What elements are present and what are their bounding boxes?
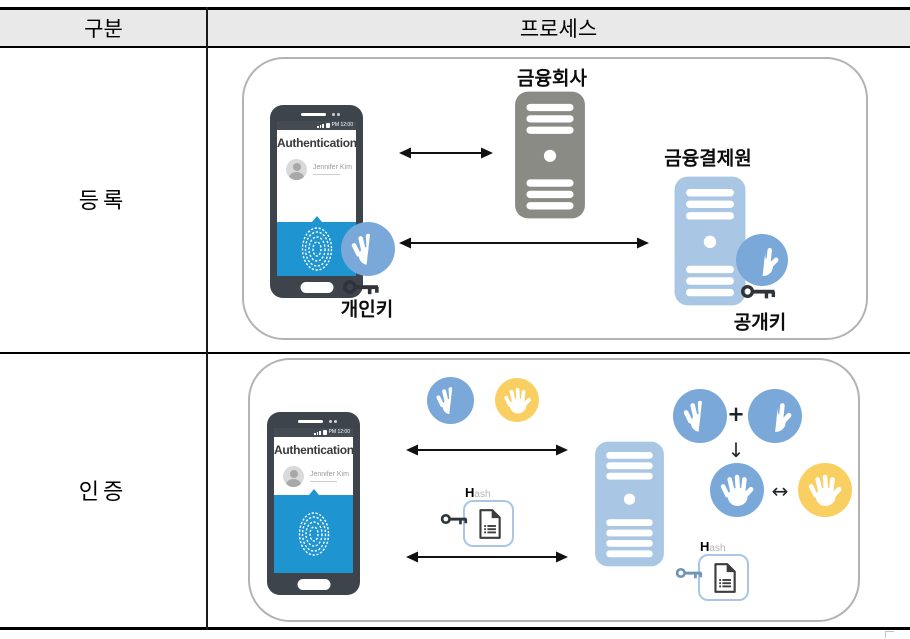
stray-corner-mark xyxy=(885,631,894,638)
phone-status-bar: PM 12:00 xyxy=(274,428,353,437)
private-key-circle xyxy=(341,222,395,276)
fingerprint-icon xyxy=(301,227,332,271)
auth-screen-title: Authentication xyxy=(277,136,356,150)
phone-camera-dot xyxy=(329,420,332,423)
battery-icon xyxy=(325,123,330,128)
received-half-circle xyxy=(748,389,802,443)
phone-camera-dot xyxy=(332,113,335,116)
half-hand-left-icon xyxy=(679,395,721,437)
full-hand-icon xyxy=(807,472,844,508)
financial-company-label: 금융회사 xyxy=(517,68,587,90)
half-hand-right-icon xyxy=(754,395,796,437)
clearing-institute-label: 금융결제원 xyxy=(664,148,752,170)
smartphone-registration: PM 12:00 Authentication Jennifer Kim xyxy=(270,105,363,298)
auth-server-icon xyxy=(595,441,664,567)
arrow-auth-response xyxy=(406,551,568,563)
reference-biometric-circle xyxy=(798,463,852,517)
financial-company-server-icon xyxy=(515,91,585,219)
document-icon xyxy=(713,562,736,593)
user-email-placeholder xyxy=(310,480,337,483)
phone-speaker xyxy=(298,420,323,423)
user-name: Jennifer Kim xyxy=(310,470,349,478)
hash-label: Hash xyxy=(465,485,491,500)
table-bottom-border xyxy=(0,627,910,630)
phone-home-button xyxy=(300,282,333,293)
auth-screen-title: Authentication xyxy=(274,443,353,457)
hash-key-icon xyxy=(675,567,704,580)
phone-screen: PM 12:00 Authentication Jennifer Kim xyxy=(277,121,356,276)
header-cell-category: 구분 xyxy=(84,17,123,41)
phone-sensor-dot xyxy=(337,113,340,116)
hash-label: Hash xyxy=(700,539,726,554)
plus-operator: + xyxy=(727,402,745,426)
user-profile: Jennifer Kim xyxy=(283,466,349,487)
stored-half-circle xyxy=(673,389,727,443)
table-top-border xyxy=(0,7,910,10)
full-hand-icon xyxy=(502,386,533,415)
row-label-registration: 등록 xyxy=(78,188,128,213)
arrow-phone-company xyxy=(399,147,493,159)
phone-status-bar: PM 12:00 xyxy=(277,121,356,130)
clearing-institute-server-icon xyxy=(674,176,746,306)
hash-box xyxy=(463,500,514,547)
phone-sensor-dot xyxy=(334,420,337,423)
private-key-label: 개인키 xyxy=(340,299,394,321)
partial-biometric-circle xyxy=(427,377,474,424)
avatar xyxy=(286,159,307,180)
public-key-icon xyxy=(741,284,777,301)
fingerprint-pane xyxy=(274,495,353,573)
avatar xyxy=(283,466,304,487)
fingerprint-icon xyxy=(298,512,329,556)
hash-signature-1: Hash xyxy=(440,485,518,551)
hash-signature-2: Hash xyxy=(675,539,753,605)
public-key-label: 공개키 xyxy=(733,312,787,334)
arrow-phone-institute xyxy=(399,237,649,249)
phone-home-button xyxy=(297,579,330,590)
hash-box xyxy=(698,554,749,601)
document-icon xyxy=(478,508,501,539)
half-hand-left-icon xyxy=(347,228,389,270)
column-divider xyxy=(206,7,208,630)
template-biometric-circle xyxy=(495,378,539,422)
user-name: Jennifer Kim xyxy=(313,163,352,171)
phone-screen: PM 12:00 Authentication Jennifer Kim xyxy=(274,428,353,573)
row-label-authentication: 인증 xyxy=(78,479,128,504)
header-cell-process: 프로세스 xyxy=(519,17,598,41)
full-hand-icon xyxy=(719,472,756,508)
half-hand-right-icon xyxy=(742,240,783,281)
down-arrow-operator: ↓ xyxy=(727,438,745,462)
signal-icon xyxy=(317,123,324,128)
user-profile: Jennifer Kim xyxy=(286,159,352,180)
status-time: PM 12:00 xyxy=(331,122,353,128)
compare-operator: ↔ xyxy=(771,479,789,503)
header-underline xyxy=(0,46,910,48)
user-email-placeholder xyxy=(313,173,340,176)
signal-icon xyxy=(314,430,321,435)
public-key-circle xyxy=(736,234,788,286)
smartphone-authentication: PM 12:00 Authentication Jennifer Kim xyxy=(267,412,360,595)
battery-icon xyxy=(322,430,327,435)
arrow-auth-request xyxy=(406,444,568,456)
half-hand-left-icon xyxy=(432,382,468,418)
table-header-row xyxy=(0,10,910,46)
hash-key-icon xyxy=(440,513,469,526)
phone-speaker xyxy=(301,113,326,116)
row-divider xyxy=(0,352,910,354)
combined-biometric-circle xyxy=(710,463,764,517)
status-time: PM 12:00 xyxy=(328,429,350,435)
